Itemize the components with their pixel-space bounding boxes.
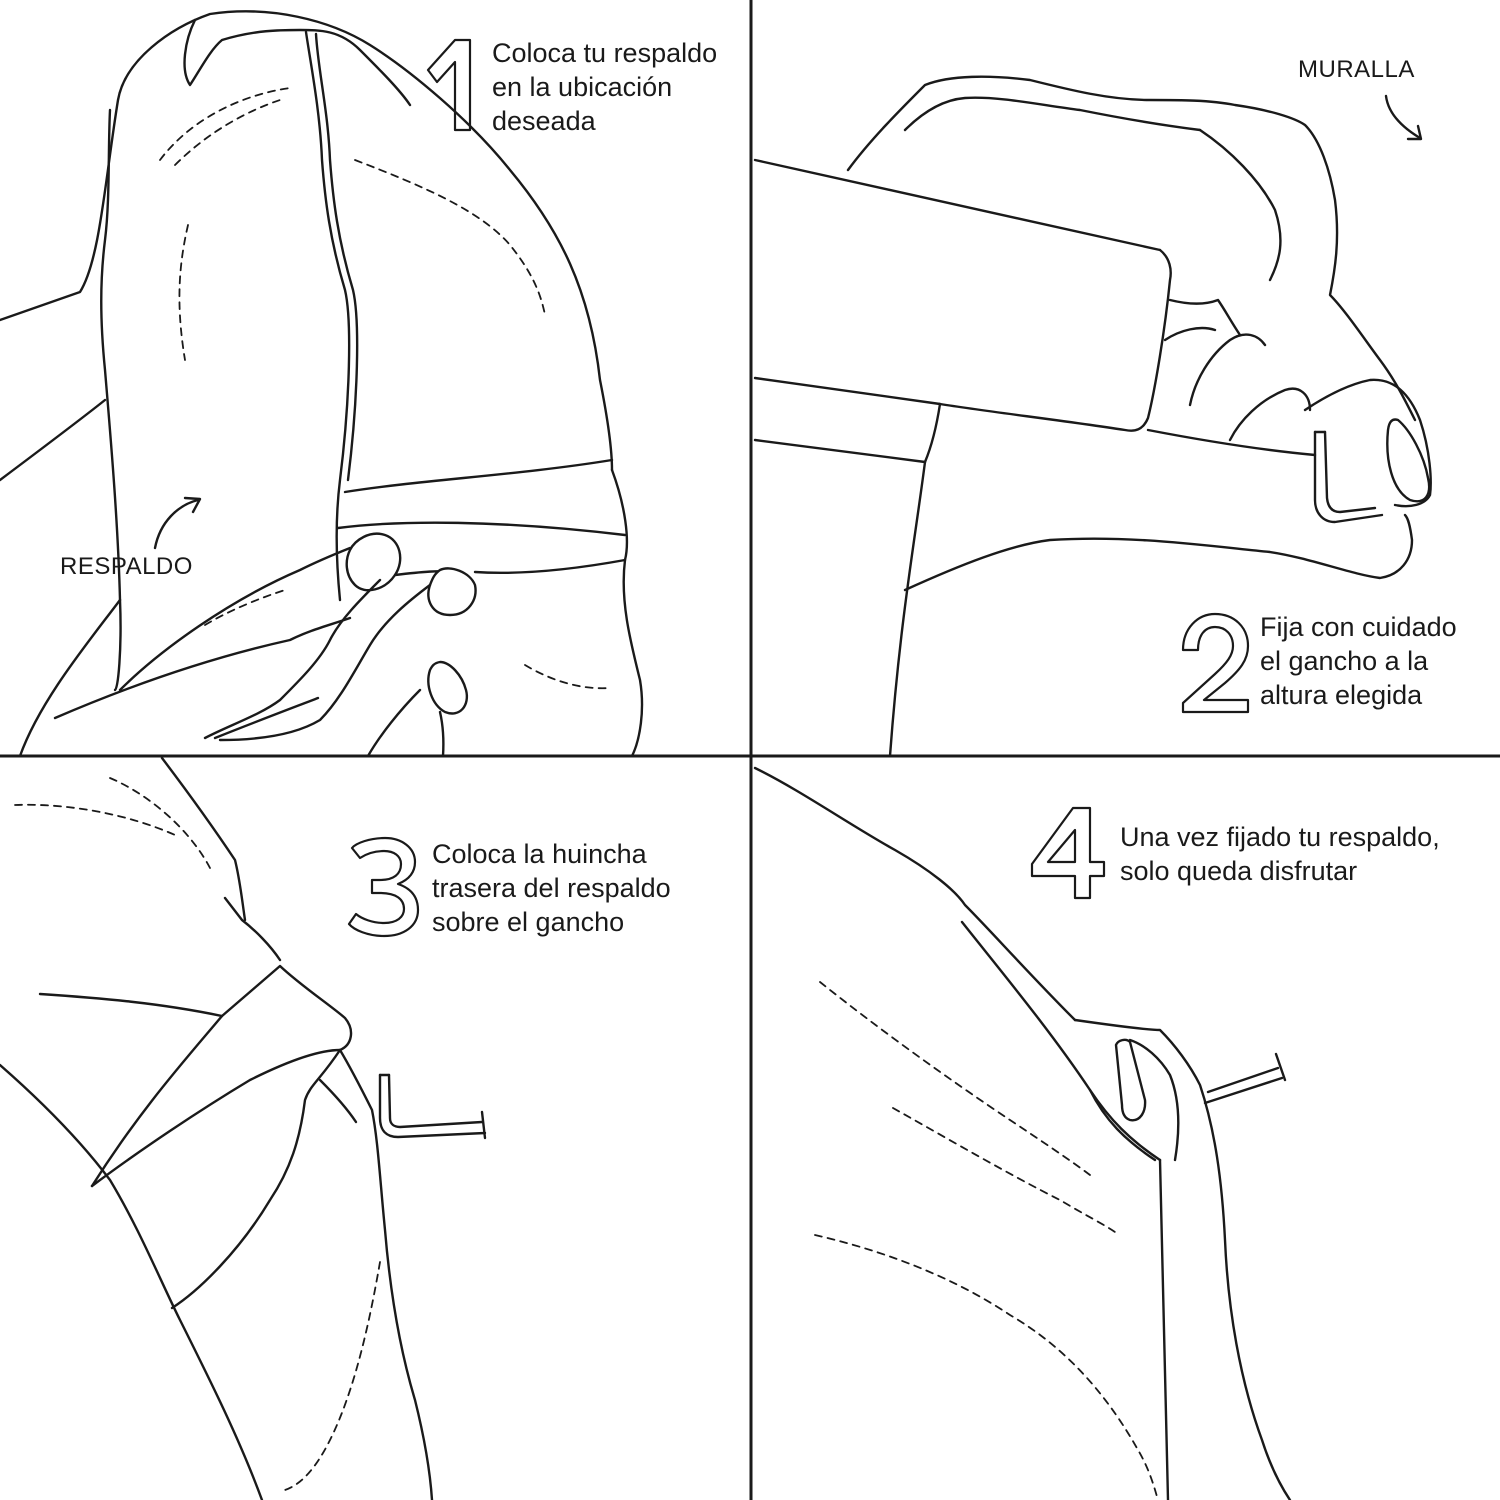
step-number-3 [347, 836, 420, 938]
muralla-label: MURALLA [1298, 56, 1415, 83]
step-1-instructions: Coloca tu respaldo en la ubicación desea… [492, 36, 717, 138]
panel-4-drawing [753, 766, 1292, 1500]
step-4-line-1: Una vez fijado tu respaldo, [1120, 822, 1440, 852]
step-4-instructions: Una vez fijado tu respaldo, solo queda d… [1120, 820, 1440, 888]
step-3-instructions: Coloca la huincha trasera del respaldo s… [432, 837, 671, 939]
step-number-2 [1181, 612, 1250, 714]
panel-1-drawing [0, 10, 644, 758]
step-3-line-1: Coloca la huincha [432, 839, 647, 869]
step-2-line-2: el gancho a la [1260, 646, 1429, 676]
step-1-line-1: Coloca tu respaldo [492, 38, 718, 68]
step-2-instructions: Fija con cuidado el gancho a la altura e… [1260, 610, 1457, 712]
step-3-line-2: trasera del respaldo [432, 873, 671, 903]
respaldo-label: RESPALDO [60, 553, 193, 580]
step-1-line-2: en la ubicación [492, 72, 673, 102]
step-4-line-2: solo queda disfrutar [1120, 856, 1358, 886]
panel-3-drawing [0, 756, 487, 1500]
step-number-4 [1030, 806, 1106, 900]
step-3-line-3: sobre el gancho [432, 907, 625, 937]
step-1-line-3: deseada [492, 106, 596, 136]
step-number-1 [426, 38, 472, 132]
panel-2-drawing [753, 75, 1432, 758]
step-2-line-3: altura elegida [1260, 680, 1423, 710]
step-2-line-1: Fija con cuidado [1260, 612, 1457, 642]
